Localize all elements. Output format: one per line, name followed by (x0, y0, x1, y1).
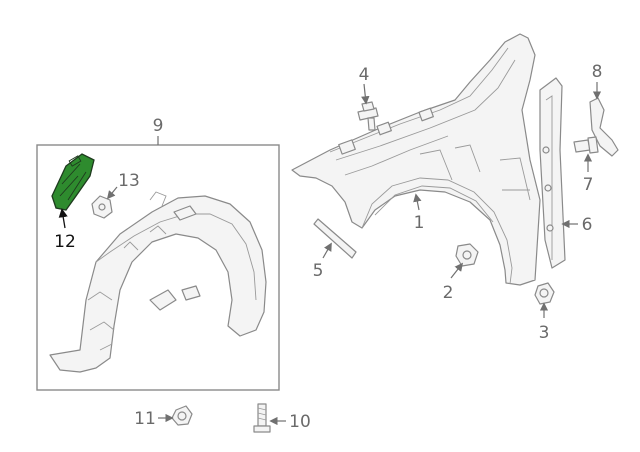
callout-1[interactable]: 1 (414, 213, 425, 233)
callout-12[interactable]: 12 (54, 232, 76, 252)
callout-5[interactable]: 5 (313, 261, 324, 281)
leader-lines (58, 82, 602, 426)
clip-part-13 (91, 195, 113, 219)
inner-fender-liner (49, 191, 267, 373)
bracket-part-6 (539, 77, 566, 269)
callout-9[interactable]: 9 (153, 116, 164, 136)
callout-3[interactable]: 3 (539, 323, 550, 343)
nut-part-11 (171, 405, 193, 426)
bolt-part-10 (253, 403, 271, 433)
strip-part-5 (313, 218, 357, 259)
highlighted-part-12[interactable] (51, 153, 95, 211)
nut-part-3 (534, 282, 555, 305)
callout-11[interactable]: 11 (134, 409, 156, 429)
callout-7[interactable]: 7 (583, 175, 594, 195)
fender-panel (291, 33, 541, 286)
bolt-part-7 (573, 136, 599, 154)
bolt-part-4 (357, 101, 379, 131)
callout-6[interactable]: 6 (582, 215, 593, 235)
callout-4[interactable]: 4 (359, 65, 370, 85)
clip-part-2 (455, 243, 479, 267)
callout-13[interactable]: 13 (118, 171, 140, 191)
callout-10[interactable]: 10 (289, 412, 311, 432)
callout-8[interactable]: 8 (592, 62, 603, 82)
callout-2[interactable]: 2 (443, 283, 454, 303)
